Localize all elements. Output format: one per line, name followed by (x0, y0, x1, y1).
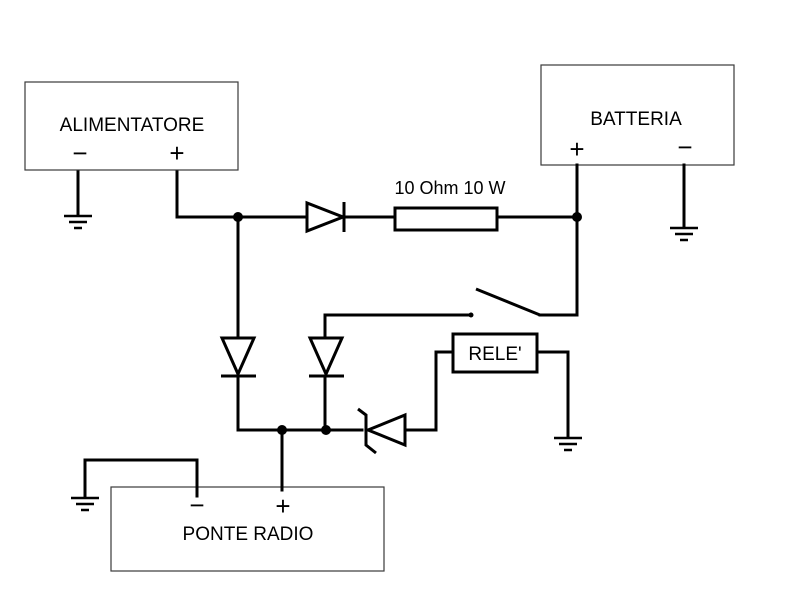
ground-batteria (670, 226, 698, 242)
resistor-10-ohm: 10 Ohm 10 W (393, 178, 506, 232)
batteria-minus-sign: − (677, 132, 692, 162)
wires (76, 163, 686, 498)
wire-rele-ground (535, 350, 570, 438)
wire-zener-rele (403, 350, 455, 432)
junction-batteria (572, 212, 582, 222)
wire-batteria-switch (538, 215, 579, 317)
ground-alimentatore (64, 214, 92, 230)
junctions (233, 212, 582, 435)
batteria-label: BATTERIA (590, 109, 682, 130)
diode-main (305, 200, 348, 234)
wire-ponte-radio-minus (83, 458, 199, 498)
alimentatore-minus-sign: − (72, 138, 87, 168)
wire-switch-middle-diode (323, 313, 472, 339)
resistor-label: 10 Ohm 10 W (394, 178, 505, 198)
ground-rele (554, 436, 582, 452)
alimentatore-box: ALIMENTATORE − + (24, 81, 239, 171)
wire-alimentatore-plus (175, 170, 307, 219)
junction-main-left (233, 212, 243, 222)
rele-box: RELE' (451, 332, 539, 374)
batteria-plus-sign: + (569, 134, 584, 164)
alimentatore-label: ALIMENTATORE (60, 115, 205, 136)
zener-diode (357, 407, 407, 455)
ponte-radio-minus-sign: − (189, 490, 204, 520)
ponte-radio-label: PONTE RADIO (183, 524, 314, 545)
switch-contact (468, 312, 474, 318)
diode-middle (307, 336, 345, 378)
junction-ponte-radio (277, 425, 287, 435)
ground-ponte-radio (71, 496, 99, 512)
relay-switch (475, 287, 541, 317)
alimentatore-plus-sign: + (169, 138, 184, 168)
ponte-radio-box: PONTE RADIO − + (110, 486, 385, 572)
rele-label: RELE' (468, 344, 521, 365)
diode-left (219, 336, 257, 378)
junction-middle (321, 425, 331, 435)
batteria-box: BATTERIA + − (540, 64, 735, 166)
ponte-radio-plus-sign: + (275, 491, 290, 521)
